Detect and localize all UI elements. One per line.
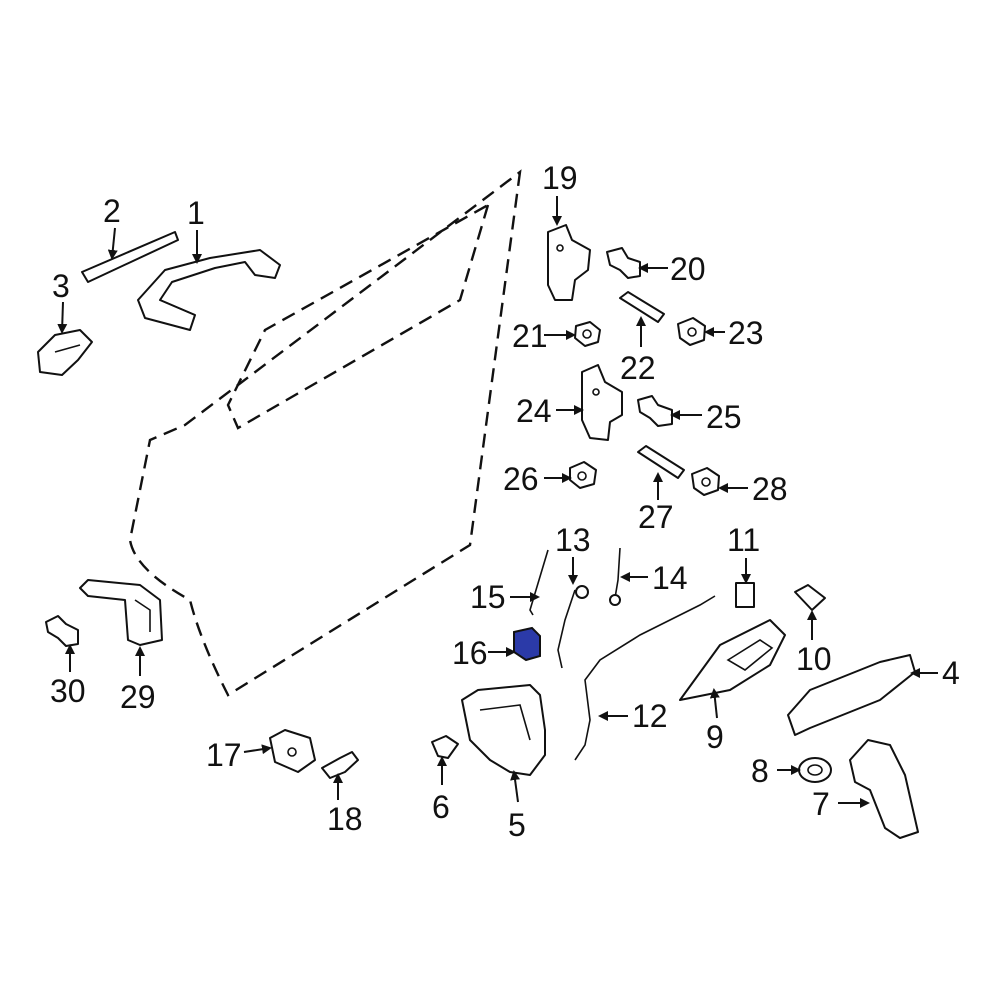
callout-8: 8 bbox=[751, 753, 769, 789]
callout-29: 29 bbox=[120, 679, 156, 715]
callout-12: 12 bbox=[632, 698, 668, 734]
cable-clip bbox=[735, 582, 755, 608]
outer-door-handle bbox=[137, 249, 281, 331]
hinge-bolt-lower bbox=[637, 395, 673, 427]
hinge-bolt-upper bbox=[606, 247, 641, 279]
callout-30: 30 bbox=[50, 673, 86, 709]
callout-26: 26 bbox=[503, 461, 539, 497]
hinge-nut-23 bbox=[677, 317, 706, 346]
callout-labels: 1 2 3 4 5 6 7 8 9 10 11 12 13 14 15 16 1… bbox=[50, 160, 960, 843]
trim-bracket bbox=[849, 739, 919, 839]
lock-rod-clip-highlighted bbox=[513, 626, 541, 662]
callout-27: 27 bbox=[638, 499, 674, 535]
callout-14: 14 bbox=[652, 560, 688, 596]
callout-19: 19 bbox=[542, 160, 578, 196]
upper-hinge bbox=[547, 224, 591, 301]
door-latch bbox=[461, 684, 546, 776]
callout-5: 5 bbox=[508, 807, 526, 843]
callout-10: 10 bbox=[796, 641, 832, 677]
callout-3: 3 bbox=[52, 268, 70, 304]
callout-2: 2 bbox=[103, 193, 121, 229]
callout-25: 25 bbox=[706, 399, 742, 435]
lock-rod-14 bbox=[609, 547, 621, 606]
hinge-nut-26 bbox=[569, 461, 597, 489]
callout-22: 22 bbox=[620, 350, 656, 386]
check-strap-bolt bbox=[45, 615, 79, 647]
striker-plate bbox=[269, 729, 316, 773]
callout-23: 23 bbox=[728, 315, 764, 351]
door-check-strap bbox=[79, 579, 163, 646]
callout-18: 18 bbox=[327, 801, 363, 837]
callout-28: 28 bbox=[752, 471, 788, 507]
callout-21: 21 bbox=[512, 318, 548, 354]
grommet bbox=[798, 757, 832, 783]
callout-20: 20 bbox=[670, 251, 706, 287]
callout-13: 13 bbox=[555, 522, 591, 558]
inner-door-handle bbox=[679, 619, 786, 701]
callout-24: 24 bbox=[516, 393, 552, 429]
striker-bolt bbox=[321, 751, 359, 779]
lock-rod-13 bbox=[557, 585, 589, 669]
callout-1: 1 bbox=[187, 195, 205, 231]
callout-7: 7 bbox=[812, 786, 830, 822]
hinge-nut-21 bbox=[574, 321, 601, 347]
callout-6: 6 bbox=[432, 789, 450, 825]
push-pin-10 bbox=[794, 584, 826, 611]
callout-4: 4 bbox=[942, 655, 960, 691]
callout-9: 9 bbox=[706, 719, 724, 755]
callout-17: 17 bbox=[206, 737, 242, 773]
handle-trim-strip bbox=[81, 231, 179, 283]
handle-end-cap bbox=[37, 329, 93, 376]
door-outline bbox=[128, 169, 522, 697]
lock-rod-15 bbox=[529, 549, 549, 616]
callout-16: 16 bbox=[452, 635, 488, 671]
callout-11: 11 bbox=[727, 522, 760, 558]
callout-15: 15 bbox=[470, 579, 506, 615]
release-cable bbox=[574, 595, 716, 761]
lower-hinge bbox=[581, 364, 623, 441]
latch-rivet bbox=[431, 735, 459, 759]
leader-lines bbox=[57, 196, 938, 808]
hinge-stud-22 bbox=[619, 291, 665, 323]
hinge-nut-28 bbox=[691, 467, 720, 496]
hinge-stud-27 bbox=[637, 445, 685, 479]
